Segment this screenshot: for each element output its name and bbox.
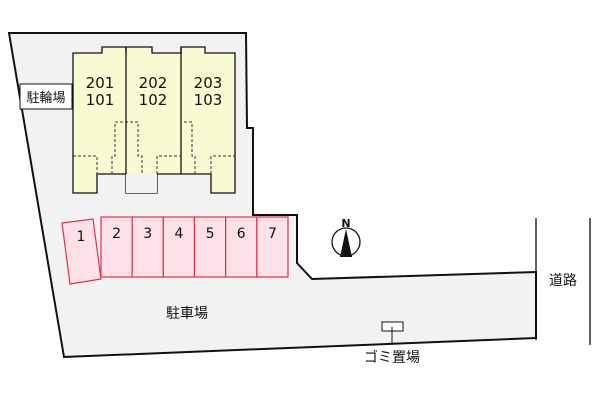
parking-slot-3 (131, 216, 164, 278)
garbage-label: ゴミ置場 (364, 349, 420, 366)
car-parking-label: 駐車場 (166, 305, 208, 322)
parking-slots: 2 3 4 5 6 7 (61, 216, 289, 285)
apartment-building (72, 46, 236, 194)
unit-number-upper: 201 (86, 74, 115, 92)
road-label: 道路 (549, 273, 577, 289)
bicycle-parking-label: 駐輪場 (26, 90, 65, 106)
unit-number-lower: 102 (139, 91, 168, 109)
north-compass-icon (331, 227, 361, 257)
parking-slot-label: 6 (237, 226, 246, 242)
parking-slot-label: 3 (143, 226, 152, 242)
parking-slot-label: 4 (174, 226, 183, 242)
unit-number-lower: 103 (194, 91, 223, 109)
parking-slot-7 (256, 216, 289, 278)
parking-slot-6 (225, 216, 258, 278)
parking-slot-label: 1 (77, 229, 86, 245)
parking-slot-5 (193, 216, 227, 278)
north-label: N (341, 217, 350, 230)
unit-number-upper: 202 (139, 74, 168, 92)
unit-number-upper: 203 (194, 74, 223, 92)
bicycle-parking-box (19, 83, 73, 110)
parking-slot-1 (61, 218, 102, 285)
parking-slot-label: 7 (268, 226, 277, 242)
unit-number-lower: 101 (86, 91, 115, 109)
parking-slot-label: 2 (112, 226, 121, 242)
parking-slot-label: 5 (206, 226, 215, 242)
